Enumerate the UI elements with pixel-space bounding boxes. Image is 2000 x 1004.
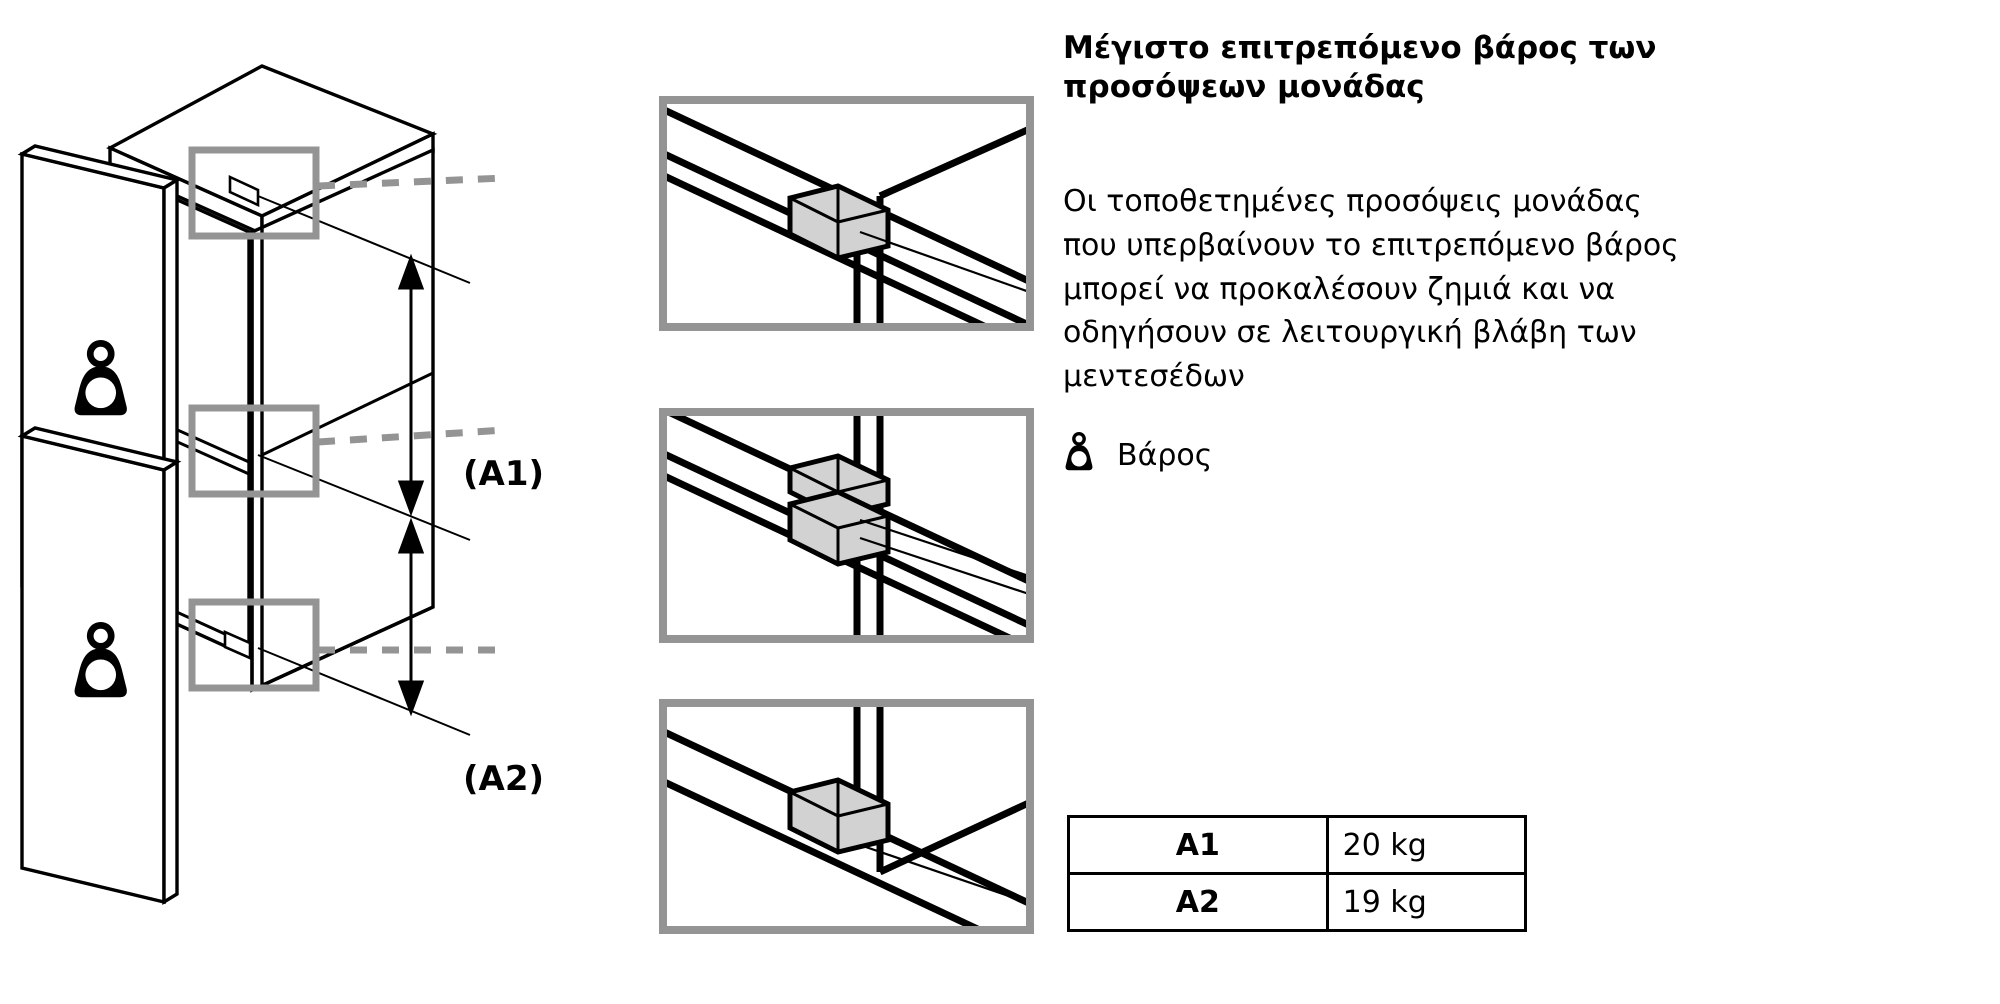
body-line-5: μεντεσέδων	[1063, 359, 1245, 395]
dimension-a1	[397, 253, 425, 517]
detail-top-hinge	[659, 96, 1034, 331]
callout-bottom-hinge	[188, 598, 320, 692]
table-body: A1 20 kg A2 19 kg	[1067, 815, 1528, 932]
detail-middle-hinge	[659, 408, 1034, 643]
callout-middle-hinge	[188, 404, 320, 498]
dimension-label-a1: (A1)	[463, 454, 544, 494]
callout-boxes	[188, 146, 320, 692]
body-line-1: Οι τοποθετημένες προσόψεις μονάδας	[1063, 184, 1643, 219]
dimension-label-a2: (A2)	[463, 759, 544, 799]
table-cell-value: 20 kg	[1325, 815, 1528, 875]
max-weight-table: A1 20 kg A2 19 kg	[1067, 815, 1528, 932]
table-cell-key: A1	[1067, 815, 1329, 875]
table-row: A1 20 kg	[1067, 815, 1528, 875]
text-column: Μέγιστο επιτρεπόμενο βάρος των προσόψεων…	[1063, 0, 1963, 1000]
table-cell-value: 19 kg	[1325, 872, 1528, 932]
weight-icon	[1063, 432, 1095, 478]
body-line-4: οδηγήσουν σε λειτουργική βλάβη των	[1063, 315, 1637, 351]
detail-bottom-hinge	[659, 699, 1034, 934]
installation-diagram: (A1) (A2)	[17, 64, 1034, 934]
weight-legend: Βάρος	[1063, 425, 1212, 485]
table-cell-key: A2	[1067, 872, 1329, 932]
body-line-2: που υπερβαίνουν το επιτρεπόμενο βάρος	[1063, 227, 1679, 263]
page-title-line-1: Μέγιστο επιτρεπόμενο βάρος των	[1063, 29, 1657, 66]
weight-icon-lower-door	[74, 622, 127, 698]
callout-top-hinge	[188, 146, 320, 240]
page-title: Μέγιστο επιτρεπόμενο βάρος των προσόψεων…	[1063, 29, 1863, 108]
page-title-line-2: προσόψεων μονάδας	[1063, 69, 1425, 106]
body-line-3: μπορεί να προκαλέσουν ζημιά και να	[1063, 271, 1615, 307]
table-row: A2 19 kg	[1067, 872, 1528, 932]
projection-lines	[257, 195, 471, 736]
dimension-a2	[397, 517, 425, 717]
warning-body-text: Οι τοποθετημένες προσόψεις μονάδας που υ…	[1063, 180, 1873, 399]
weight-legend-label: Βάρος	[1117, 437, 1213, 473]
weight-icon-upper-door	[74, 340, 127, 416]
